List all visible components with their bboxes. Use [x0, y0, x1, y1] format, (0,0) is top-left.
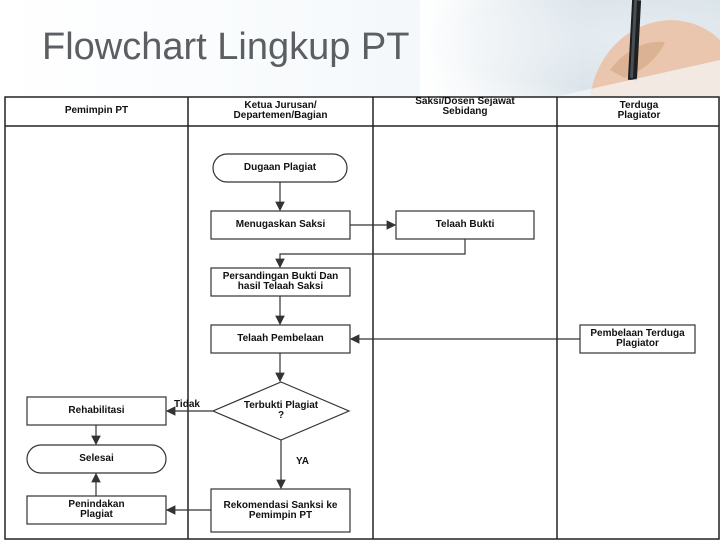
menugaskan-saksi-box — [210, 210, 351, 240]
lane-header-ketua: Ketua Jurusan/ Departemen/Bagian — [233, 100, 328, 121]
edge-telaah-bukti-persandingan — [275, 239, 466, 269]
penindakan-label: Penindakan Plagiat — [68, 499, 125, 520]
telaah-pembelaan-label: Telaah Pembelaan — [237, 333, 324, 344]
pembelaan-box — [579, 324, 696, 354]
lane-header-saksi: Saksi/Dosen Sejawat Sebidang — [415, 96, 515, 117]
edge-label-tidak: Tidak — [174, 399, 200, 410]
telaah-bukti-label: Telaah Bukti — [435, 219, 495, 230]
penindakan-box — [26, 495, 167, 525]
menugaskan-saksi-label: Menugaskan Saksi — [235, 219, 326, 230]
edge-label-ya: YA — [296, 456, 309, 467]
dugaan-plagiat-label: Dugaan Plagiat — [243, 162, 317, 173]
slide-title: Flowchart Lingkup PT — [42, 26, 410, 68]
rekomendasi-label: Rekomendasi Sanksi ke Pemimpin PT — [223, 499, 338, 521]
pembelaan-label: Pembelaan Terduga Plagiator — [590, 328, 685, 349]
terbukti-plagiat-label: Terbukti Plagiat ? — [243, 400, 319, 421]
lane-header-terduga: Terduga Plagiator — [617, 100, 661, 121]
swimlane-flowchart: Pemimpin PT Ketua Jurusan/ Departemen/Ba… — [4, 96, 720, 540]
hand-with-pen-photo — [420, 0, 720, 98]
rehabilitasi-label: Rehabilitasi — [68, 405, 125, 416]
rekomendasi-box — [210, 488, 351, 533]
persandingan-label: Persandingan Bukti Dan hasil Telaah Saks… — [222, 271, 339, 292]
persandingan-box — [210, 267, 351, 297]
lane-header-pemimpin: Pemimpin PT — [64, 105, 129, 116]
selesai-label: Selesai — [79, 453, 114, 464]
